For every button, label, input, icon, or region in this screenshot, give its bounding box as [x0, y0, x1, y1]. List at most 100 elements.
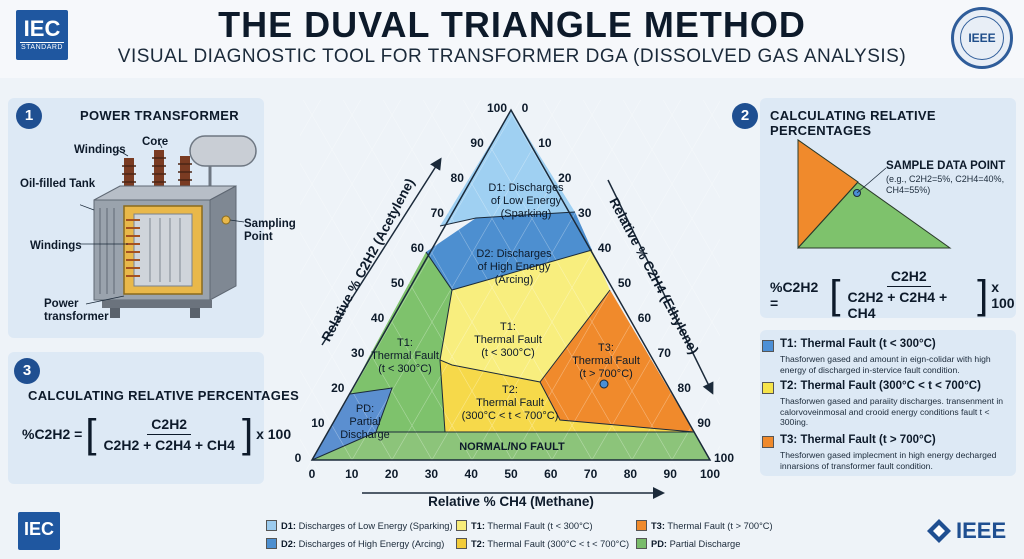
bottom-tick-50: 50	[504, 467, 518, 481]
left-tick-0: 0	[295, 451, 302, 465]
left-tick-80: 80	[451, 171, 465, 185]
panel-3-badge: 3	[14, 358, 40, 384]
zone-label-t3: T3:Thermal Fault(t > 700°C)	[572, 342, 640, 380]
conservator-tank	[189, 135, 257, 167]
right-tick-10: 10	[538, 136, 552, 150]
label-sampling-point: Sampling Point	[244, 218, 296, 243]
legend-t1: T1: Thermal Fault (t < 300°C)	[456, 520, 593, 531]
bottom-tick-90: 90	[664, 467, 678, 481]
sample-data-point-detail: (e.g., C2H2=5%, C2H4=40%, CH4=55%)	[886, 174, 1005, 195]
t2-description: Thasforwen gased and paraiity discharges…	[780, 396, 1004, 427]
zone-boundaries	[311, 211, 695, 461]
right-tick-30: 30	[578, 206, 592, 220]
bottom-legend: D1: Discharges of Low Energy (Sparking) …	[266, 516, 773, 556]
formula-panel-3: %C2H2 = [ C2H2 C2H2 + C2H4 + CH4 ] x 100	[22, 412, 292, 456]
iec-logo: IEC STANDARD	[16, 10, 68, 60]
legend-t1-swatch	[456, 520, 467, 531]
bottom-tick-0: 0	[309, 467, 316, 481]
fault-legend-panel	[760, 330, 1016, 476]
zone-label-t1-center: T1:Thermal Fault(t < 300°C)	[474, 321, 542, 359]
mini-triangle	[797, 139, 952, 250]
left-tick-60: 60	[411, 241, 425, 255]
t1-swatch	[762, 340, 774, 352]
formula-denominator: C2H2 + C2H4 + CH4	[103, 436, 235, 453]
sampling-valve	[221, 215, 231, 225]
fault-legend-t1: T1: Thermal Fault (t < 300°C) Thasforwen…	[762, 338, 1006, 382]
legend-pd-swatch	[636, 538, 647, 549]
left-tick-20: 20	[331, 381, 345, 395]
right-tick-20: 20	[558, 171, 572, 185]
bottom-tick-10: 10	[345, 467, 359, 481]
legend-t2: T2: Thermal Fault (300°C < t < 700°C)	[456, 538, 629, 549]
formula-denominator: C2H2 + C2H4 + CH4	[847, 289, 948, 321]
t1-heading: T1: Thermal Fault (t < 300°C)	[780, 338, 936, 350]
iec-logo-sub: STANDARD	[20, 42, 64, 51]
formula-numerator: C2H2	[147, 416, 192, 435]
t3-heading: T3: Thermal Fault (t > 700°C)	[780, 434, 936, 446]
legend-t2-swatch	[456, 538, 467, 549]
t2-swatch	[762, 382, 774, 394]
iec-logo-text: IEC	[23, 16, 61, 41]
panel-1-title: POWER TRANSFORMER	[80, 108, 239, 123]
relative-percentages-panel-3	[8, 352, 264, 484]
legend-d2-swatch	[266, 538, 277, 549]
bottom-tick-40: 40	[465, 467, 479, 481]
panel-1-badge: 1	[16, 103, 42, 129]
right-tick-40: 40	[598, 241, 612, 255]
ieee-seal-text: IEEE	[960, 16, 1004, 60]
bushings	[122, 150, 192, 198]
panel-3-title: CALCULATING RELATIVE PERCENTAGES	[28, 388, 300, 403]
fault-legend-t2: T2: Thermal Fault (300°C < t < 700°C) Th…	[762, 380, 1006, 432]
left-tick-90: 90	[470, 136, 484, 150]
zone-label-t2: T2:Thermal Fault(300°C < t < 700°C)	[462, 384, 559, 422]
legend-pd: PD: Partial Discharge	[636, 538, 740, 549]
formula-numerator: C2H2	[886, 268, 931, 287]
formula-lhs: %C2H2 =	[22, 426, 83, 442]
footer-ieee-logo: IEEE	[926, 518, 1006, 544]
tank-base	[102, 300, 212, 308]
zone-label-normal: NORMAL/NO FAULT	[459, 441, 565, 453]
left-tick-30: 30	[351, 346, 365, 360]
sample-data-point-title: SAMPLE DATA POINT	[886, 160, 1006, 172]
copper-windings	[126, 219, 140, 277]
header	[0, 0, 1024, 78]
tank-side	[209, 185, 237, 301]
panel-2-title: CALCULATING RELATIVE PERCENTAGES	[770, 108, 936, 138]
right-tick-80: 80	[678, 381, 692, 395]
legend-t3-swatch	[636, 520, 647, 531]
t2-heading: T2: Thermal Fault (300°C < t < 700°C)	[780, 380, 981, 392]
ieee-seal: IEEE	[951, 7, 1013, 69]
right-tick-60: 60	[638, 311, 652, 325]
left-tick-70: 70	[431, 206, 445, 220]
left-tick-50: 50	[391, 276, 405, 290]
formula-multiplier: x 100	[991, 278, 1015, 311]
footer-ieee-text: IEEE	[956, 518, 1007, 543]
t1-description: Thasforwen gased and amount in eign-coli…	[780, 354, 991, 375]
label-core: Core	[142, 136, 169, 148]
label-windings-side: Windings	[30, 240, 82, 252]
bottom-axis-title: Relative % CH4 (Methane)	[428, 494, 594, 509]
formula-multiplier: x 100	[256, 426, 292, 442]
legend-d1: D1: Discharges of Low Energy (Sparking)	[266, 520, 453, 531]
zone-label-t1-left: T1:Thermal Fault(t < 300°C)	[371, 337, 439, 375]
sample-point-marker	[599, 379, 609, 389]
bottom-tick-60: 60	[544, 467, 558, 481]
t3-swatch	[762, 436, 774, 448]
bottom-tick-20: 20	[385, 467, 399, 481]
right-tick-50: 50	[618, 276, 632, 290]
label-power-transformer: Power transformer	[44, 298, 109, 323]
legend-t3: T3: Thermal Fault (t > 700°C)	[636, 520, 773, 531]
left-tick-40: 40	[371, 311, 385, 325]
fault-legend-t3: T3: Thermal Fault (t > 700°C) Thesforwen…	[762, 434, 1006, 474]
footer-iec-logo-text: IEC	[23, 519, 54, 539]
bottom-tick-100: 100	[700, 467, 720, 481]
duval-triangle: Relative % C2H2 (Acetylene) Relative % C…	[295, 100, 735, 509]
ieee-diamond-icon	[927, 519, 951, 543]
right-tick-0: 0	[522, 101, 529, 115]
formula-lhs: %C2H2 =	[770, 278, 819, 311]
